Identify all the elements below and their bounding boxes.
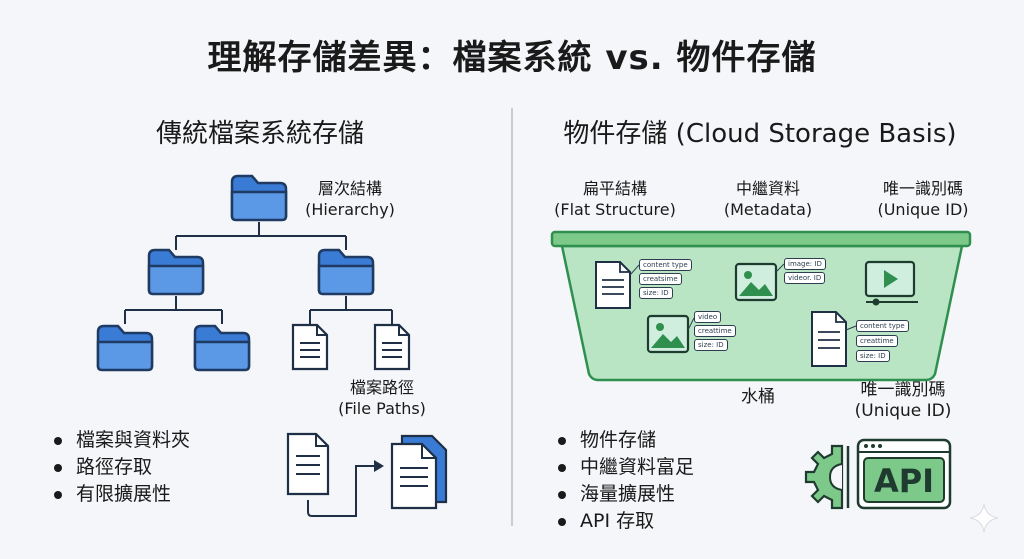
right-bullet: API 存取: [556, 508, 694, 535]
folder-icon: [193, 324, 251, 372]
hierarchy-label-zh: 層次結構: [317, 179, 382, 198]
left-bullets: 檔案與資料夾 路徑存取 有限擴展性: [52, 427, 190, 508]
document-object-icon: [811, 311, 847, 367]
left-bullet: 路徑存取: [52, 454, 190, 481]
unique-id-label-2: 唯一識別碼 (Unique ID): [838, 380, 968, 422]
metadata-tag: creattime: [856, 335, 898, 347]
hierarchy-label: 層次結構 (Hierarchy): [290, 178, 410, 220]
flat-structure-label: 扁平結構 (Flat Structure): [540, 178, 690, 220]
uid2-label-en: (Unique ID): [854, 401, 952, 421]
folder-icon: [96, 324, 154, 372]
gear-icon: [804, 444, 850, 510]
metadata-tag: video: [694, 311, 722, 323]
folder-icon: [147, 248, 205, 296]
uid-label-en: (Unique ID): [877, 200, 969, 219]
filepaths-label-en: (File Paths): [338, 399, 426, 418]
metadata-tag: content type: [639, 259, 692, 271]
metadata-label: 中繼資料 (Metadata): [708, 178, 828, 220]
right-bullets: 物件存儲 中繼資料富足 海量擴展性 API 存取: [556, 427, 694, 535]
bucket-label: 水桶: [741, 387, 775, 407]
image-object-icon: [734, 262, 778, 302]
hierarchy-connectors: [124, 222, 393, 324]
hierarchy-label-en: (Hierarchy): [305, 200, 395, 219]
page-title: 理解存儲差異：檔案系統 vs. 物件存儲: [207, 38, 817, 78]
metadata-tag: creatsime: [639, 273, 682, 285]
unique-id-label: 唯一識別碼 (Unique ID): [858, 178, 988, 220]
flat-label-zh: 扁平結構: [582, 179, 647, 198]
metadata-tag: size: ID: [639, 287, 673, 299]
metadata-tag: creattime: [694, 325, 736, 337]
right-bullet: 物件存儲: [556, 427, 694, 454]
tag-connectors: [629, 263, 857, 331]
left-bullet: 有限擴展性: [52, 481, 190, 508]
meta-label-zh: 中繼資料: [735, 179, 800, 198]
sparkle-icon: [969, 503, 999, 533]
document-object-icon: [595, 261, 631, 309]
document-icon: [291, 323, 329, 371]
folder-icon: [317, 248, 375, 296]
uid-label-zh: 唯一識別碼: [882, 179, 963, 198]
uid2-label-zh: 唯一識別碼: [860, 380, 946, 400]
document-icon: [373, 323, 411, 371]
meta-label-en: (Metadata): [723, 200, 813, 219]
left-bullet: 檔案與資料夾: [52, 427, 190, 454]
source-document-icon: [286, 432, 330, 496]
flat-label-en: (Flat Structure): [554, 200, 676, 219]
column-divider: [511, 108, 513, 526]
api-text: API: [873, 462, 935, 500]
right-bullet: 海量擴展性: [556, 481, 694, 508]
api-window-icon: [856, 438, 952, 510]
metadata-tag: image: ID: [784, 258, 826, 270]
root-folder-icon: [230, 174, 288, 222]
metadata-tag: videor. ID: [784, 272, 826, 284]
metadata-tag: size: ID: [856, 350, 890, 362]
left-heading: 傳統檔案系統存儲: [155, 119, 364, 149]
metadata-tag: size: ID: [694, 339, 728, 351]
arrow-right-icon: [307, 460, 384, 517]
video-object-icon: [864, 260, 918, 306]
metadata-tag: content type: [856, 320, 909, 332]
copied-documents-icon: [390, 434, 448, 510]
image-object-icon: [646, 314, 690, 354]
right-bullet: 中繼資料富足: [556, 454, 694, 481]
filepaths-label-zh: 檔案路徑: [349, 378, 414, 397]
filepaths-label: 檔案路徑 (File Paths): [322, 377, 442, 419]
right-heading: 物件存儲 (Cloud Storage Basis): [563, 119, 957, 149]
